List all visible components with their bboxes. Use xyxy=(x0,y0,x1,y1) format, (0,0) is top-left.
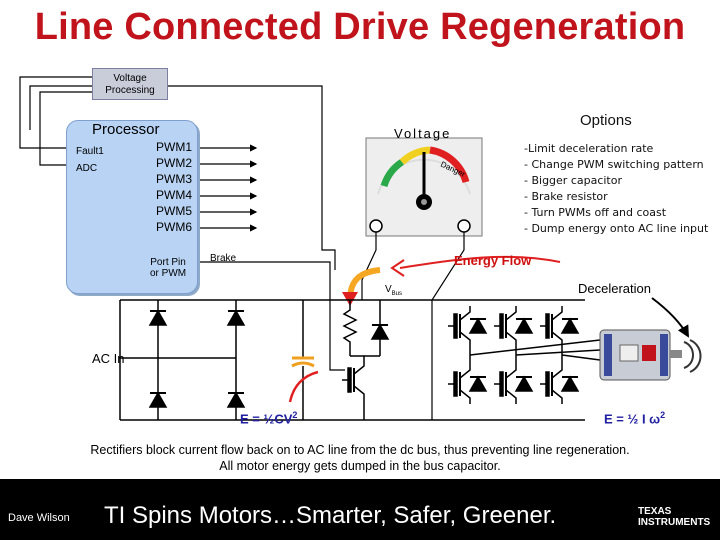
pwm4-label: PWM4 xyxy=(156,188,192,202)
feedback-wires xyxy=(19,76,336,270)
energy-flow-arrow xyxy=(399,255,561,269)
ti-brand-line2: INSTRUMENTS xyxy=(638,517,711,528)
option-item: - Bigger capacitor xyxy=(524,174,623,187)
options-title: Options xyxy=(580,112,632,129)
brake-resistor xyxy=(341,300,389,420)
footer-slogan: TI Spins Motors…Smarter, Safer, Greener. xyxy=(104,502,557,529)
caption-line1: Rectifiers block current flow back on to… xyxy=(90,443,630,457)
emot-sup: 2 xyxy=(660,410,666,420)
voltage-processing-box: Voltage Processing xyxy=(92,68,168,100)
port-pin-line1: Port Pin xyxy=(150,257,186,268)
footer-author: Dave Wilson xyxy=(8,512,70,524)
ecap-sup: 2 xyxy=(292,410,298,420)
meter-label: Voltage xyxy=(394,126,452,141)
brake-wire xyxy=(196,261,345,371)
energy-flow-label: Energy Flow xyxy=(454,253,532,268)
vbus-v: V xyxy=(385,284,392,295)
processor-box xyxy=(66,120,198,294)
option-item: - Turn PWMs off and coast xyxy=(524,206,667,219)
option-item: -Limit deceleration rate xyxy=(524,142,654,155)
ti-brand-text: TEXAS INSTRUMENTS xyxy=(638,506,710,528)
rectifier-diodes xyxy=(149,300,245,420)
option-item: - Dump energy onto AC line input xyxy=(524,222,709,235)
adc-label: ADC xyxy=(76,163,98,174)
bus-capacitor xyxy=(288,300,319,420)
deceleration-label: Deceleration xyxy=(578,281,651,296)
deceleration-arrow xyxy=(651,297,689,338)
voltmeter: Danger xyxy=(365,137,483,237)
vp-line1: Voltage xyxy=(113,73,147,84)
vp-line2: Processing xyxy=(105,85,155,96)
port-pin-line2: or PWM xyxy=(150,268,187,279)
caption-line2: All motor energy gets dumped in the bus … xyxy=(219,459,501,473)
motor-energy-formula: E = ½ I ω2 xyxy=(604,410,665,426)
pwm6-label: PWM6 xyxy=(156,220,192,234)
pwm2-label: PWM2 xyxy=(156,156,192,170)
inverter-bridge xyxy=(447,305,601,405)
pwm3-label: PWM3 xyxy=(156,172,192,186)
pwm1-label: PWM1 xyxy=(156,140,192,154)
ecap-text: E = ½CV xyxy=(240,411,293,427)
fault-label: Fault1 xyxy=(76,146,104,157)
option-item: - Brake resistor xyxy=(524,190,608,203)
pwm-arrows xyxy=(196,144,258,232)
emot-text: E = ½ I ω xyxy=(604,411,661,427)
page-title: Line Connected Drive Regeneration xyxy=(34,6,686,48)
port-pin-label: Port Pin or PWM xyxy=(150,257,186,279)
footer-bar xyxy=(0,479,720,540)
ac-in-label: AC In xyxy=(92,351,125,366)
caption: Rectifiers block current flow back on to… xyxy=(20,442,700,474)
option-item: - Change PWM switching pattern xyxy=(524,158,704,171)
vbus-label: VBus xyxy=(385,284,402,297)
motor xyxy=(599,329,702,381)
capacitor-energy-formula: E = ½CV2 xyxy=(240,410,297,426)
processor-title: Processor xyxy=(92,121,160,138)
brake-label: Brake xyxy=(210,253,237,264)
vbus-sub: Bus xyxy=(391,291,403,297)
pwm5-label: PWM5 xyxy=(156,204,192,218)
dc-bus xyxy=(120,299,585,421)
ti-brand-line1: TEXAS xyxy=(638,506,672,517)
